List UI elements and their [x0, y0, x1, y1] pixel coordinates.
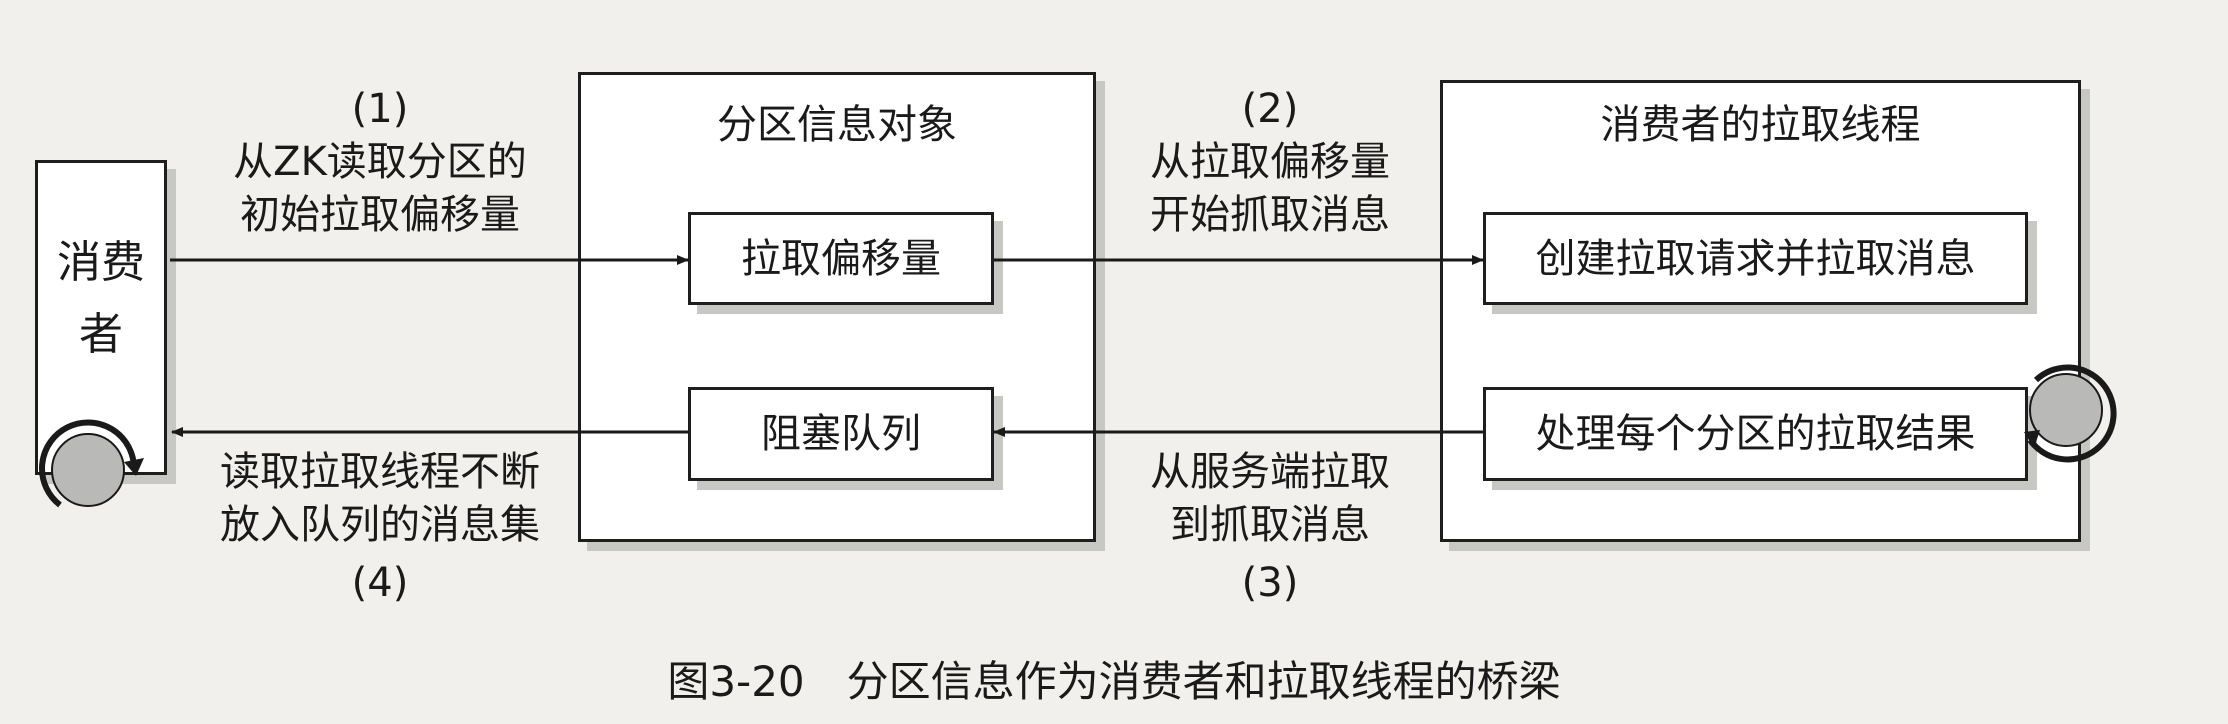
fetch-offset-label: 拉取偏移量 [741, 235, 941, 282]
step3-line2: 到抓取消息 [1170, 502, 1370, 548]
fetcher-loop-icon [2024, 364, 2117, 463]
step4-number: (4) [351, 560, 409, 606]
figure-caption: 图3-20 分区信息作为消费者和拉取线程的桥梁 [667, 657, 1561, 706]
step3-number: (3) [1241, 560, 1299, 606]
step1-line2: 初始拉取偏移量 [240, 192, 520, 238]
create-request-box: 创建拉取请求并拉取消息 [1483, 212, 2028, 305]
create-request-label: 创建拉取请求并拉取消息 [1535, 235, 1976, 282]
fetch-offset-box: 拉取偏移量 [688, 212, 994, 305]
step1-line1: 从ZK读取分区的 [233, 139, 527, 185]
step2-line2: 开始抓取消息 [1150, 192, 1390, 238]
partition-info-title: 分区信息对象 [717, 102, 957, 148]
blocking-queue-label: 阻塞队列 [761, 411, 921, 457]
step4-line2: 放入队列的消息集 [220, 502, 540, 548]
process-results-label: 处理每个分区的拉取结果 [1535, 411, 1976, 457]
step3-line1: 从服务端拉取 [1150, 449, 1390, 495]
blocking-queue-box: 阻塞队列 [688, 387, 994, 481]
consumer-loop-icon [39, 419, 144, 508]
step2-number: (2) [1241, 86, 1299, 132]
consumer-label-line1: 消费 [57, 237, 145, 288]
step1-number: (1) [351, 86, 409, 132]
step4-line1: 读取拉取线程不断 [220, 449, 540, 495]
step2-line1: 从拉取偏移量 [1150, 139, 1390, 185]
fetcher-thread-title: 消费者的拉取线程 [1600, 102, 1921, 148]
consumer-label-line2: 者 [79, 309, 123, 360]
